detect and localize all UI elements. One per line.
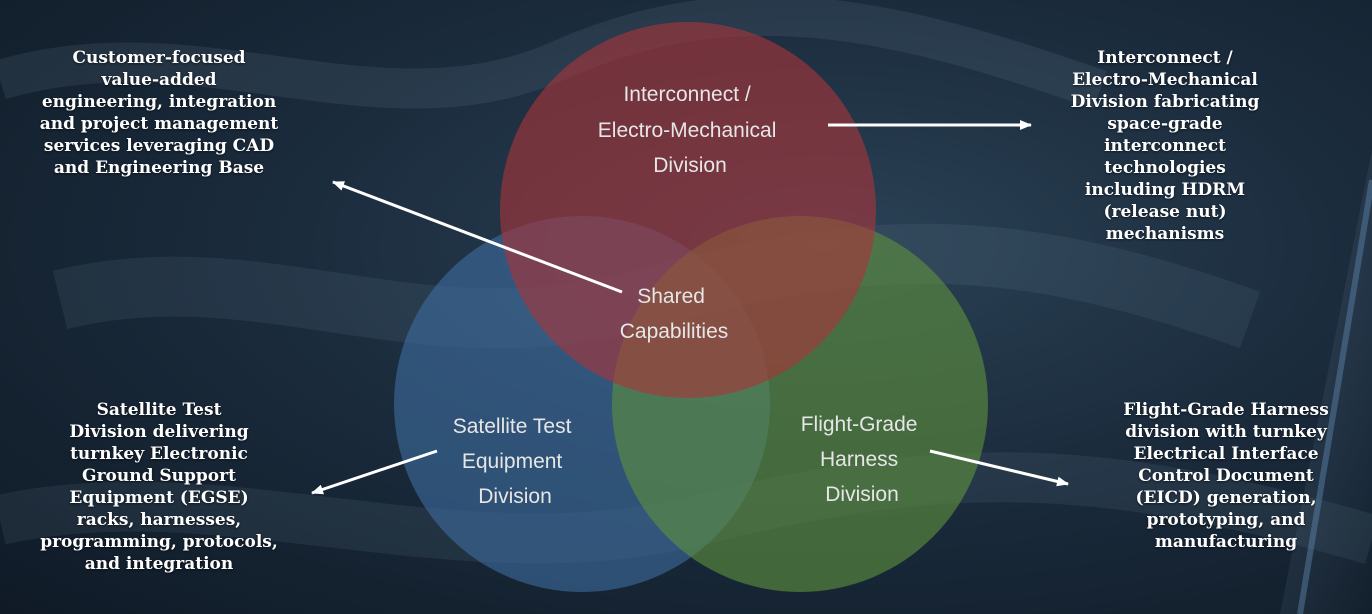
circle-satellite-line-1: Satellite Test [453,415,572,438]
circle-satellite-label: Satellite Test Equipment Division [453,415,578,508]
circle-center-line-2: Capabilities [620,320,729,343]
circle-interconnect [500,22,876,398]
circle-interconnect-label: Interconnect / Electro-Mechanical Divisi… [598,83,782,177]
callout-top-left: Customer-focused value-added engineering… [39,48,279,178]
circle-interconnect-line-1: Interconnect / [623,83,750,106]
circle-flight-line-3: Division [825,483,899,506]
callout-bottom-right: Flight-Grade Harness division with turnk… [1123,400,1329,552]
arrow-to-top-left [332,180,623,294]
circle-satellite-line-2: Equipment [462,450,563,473]
circle-flight-label: Flight-Grade Harness Division [801,413,924,506]
circle-flight-line-1: Flight-Grade [801,413,918,436]
circle-interconnect-line-2: Electro-Mechanical [598,119,777,142]
arrow-to-bottom-left [311,449,438,495]
callout-top-right: Interconnect / Electro-Mechanical Divisi… [1070,48,1260,244]
circle-center-line-1: Shared [637,285,705,308]
circle-satellite-line-3: Division [478,485,552,508]
arrow-to-bottom-right [929,449,1069,487]
circle-interconnect-line-3: Division [653,154,727,177]
circle-center-label: Shared Capabilities [620,285,729,343]
circle-flight-line-2: Harness [820,448,898,471]
callout-bottom-left: Satellite Test Division delivering turnk… [40,400,278,574]
